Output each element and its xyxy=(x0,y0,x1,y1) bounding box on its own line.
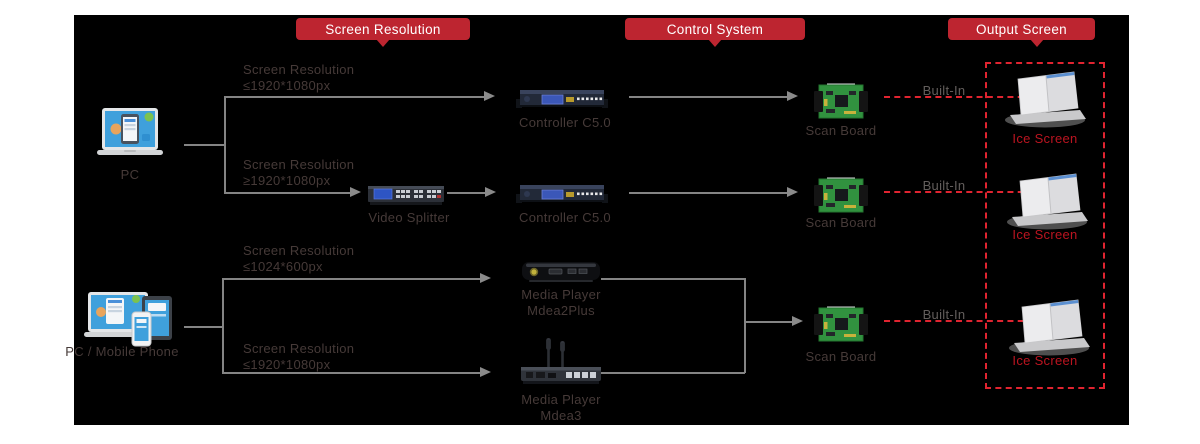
built-in-label-2: Built-In xyxy=(922,178,966,193)
pc-label: PC xyxy=(120,167,140,182)
scan-board-icon xyxy=(814,306,868,342)
controller-c50-label-2: Controller C5.0 xyxy=(519,210,611,225)
pc-mobile-phone-icon xyxy=(84,292,172,347)
dashed-connector xyxy=(884,96,1034,98)
scan-board-icon xyxy=(814,177,868,213)
arrow-icon xyxy=(787,187,798,197)
connector-line xyxy=(601,372,745,374)
connector-line xyxy=(184,326,223,328)
connector-line xyxy=(184,144,225,146)
built-in-label-3: Built-In xyxy=(922,307,966,322)
banner-control-system-label: Control System xyxy=(666,21,764,37)
arrow-icon xyxy=(480,367,491,377)
branch-label-top-1: Screen Resolution ≤1920*1080px xyxy=(243,62,355,93)
ice-screen-icon xyxy=(1005,71,1086,128)
pc-laptop-icon xyxy=(97,108,163,155)
video-splitter-label: Video Splitter xyxy=(368,210,450,225)
scan-board-label-3: Scan Board xyxy=(805,349,877,364)
built-in-label-1: Built-In xyxy=(922,83,966,98)
banner-tail-icon xyxy=(376,39,390,47)
branch-label-bottom-1: Screen Resolution ≤1024*600px xyxy=(243,243,355,274)
ice-screen-label-2: Ice Screen xyxy=(1012,227,1078,242)
output-screen-dashed-box xyxy=(985,62,1105,389)
arrow-icon xyxy=(350,187,361,197)
scan-board-label-2: Scan Board xyxy=(805,215,877,230)
banner-tail-icon xyxy=(1030,39,1044,47)
video-splitter-icon xyxy=(368,186,444,205)
controller-c50-icon xyxy=(516,185,608,203)
media-player-mdea2plus-label: Media Player Mdea2Plus xyxy=(521,287,601,318)
connector-line xyxy=(601,278,745,280)
arrow-icon xyxy=(485,187,496,197)
connector-line xyxy=(629,192,787,194)
connector-line xyxy=(447,192,485,194)
controller-c50-icon xyxy=(516,90,608,108)
banner-output-screen-label: Output Screen xyxy=(976,21,1067,37)
banner-control-system: Control System xyxy=(625,18,805,47)
media-player-mdea2plus-icon xyxy=(522,262,600,282)
branch-label-top-2: Screen Resolution ≥1920*1080px xyxy=(243,157,355,188)
pc-mobile-phone-label: PC / Mobile Phone xyxy=(65,344,179,359)
ice-screen-icon xyxy=(1009,299,1090,356)
connector-line xyxy=(222,278,224,374)
connector-line xyxy=(224,96,484,98)
controller-c50-label-1: Controller C5.0 xyxy=(519,115,611,130)
media-player-mdea3-label: Media Player Mdea3 xyxy=(521,392,601,423)
connector-line xyxy=(224,96,226,194)
banner-tail-icon xyxy=(708,39,722,47)
ice-screen-label-3: Ice Screen xyxy=(1012,353,1078,368)
banner-screen-resolution-label: Screen Resolution xyxy=(325,21,441,37)
connector-line xyxy=(222,278,480,280)
arrow-icon xyxy=(787,91,798,101)
branch-label-bottom-2: Screen Resolution ≤1920*1080px xyxy=(243,341,355,372)
dashed-connector xyxy=(884,191,1034,193)
ice-screen-label-1: Ice Screen xyxy=(1012,131,1078,146)
arrow-icon xyxy=(792,316,803,326)
dashed-connector xyxy=(884,320,1034,322)
media-player-mdea3-icon xyxy=(521,338,601,384)
banner-screen-resolution: Screen Resolution xyxy=(296,18,470,47)
connector-line xyxy=(744,321,792,323)
arrow-icon xyxy=(480,273,491,283)
ice-screen-icon xyxy=(1007,173,1088,230)
scan-board-icon xyxy=(814,83,868,119)
connector-line xyxy=(629,96,787,98)
scan-board-label-1: Scan Board xyxy=(805,123,877,138)
connector-line xyxy=(744,278,746,373)
connector-line xyxy=(222,372,480,374)
banner-output-screen: Output Screen xyxy=(948,18,1095,47)
connector-line xyxy=(224,192,350,194)
diagram-background xyxy=(74,15,1129,425)
arrow-icon xyxy=(484,91,495,101)
